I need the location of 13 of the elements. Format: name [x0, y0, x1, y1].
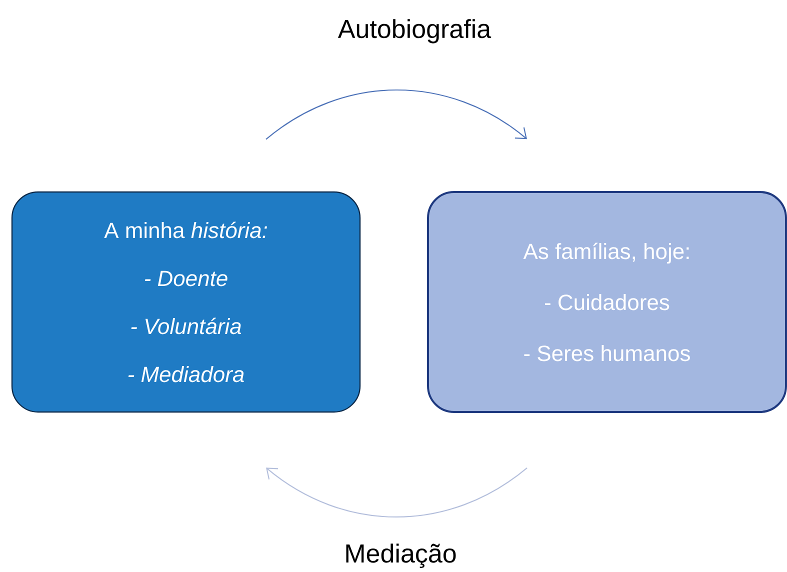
- node-text: - Mediadora: [128, 366, 244, 382]
- node-text: - Cuidadores: [545, 294, 670, 310]
- node-text: A minha história:: [104, 222, 268, 238]
- curved-arrow: [266, 90, 528, 140]
- rounded-box: [427, 191, 787, 413]
- edge-label: Mediação: [346, 544, 456, 568]
- node-text: - Voluntária: [131, 318, 242, 334]
- curved-arrow: [266, 467, 528, 518]
- rounded-box: [11, 191, 361, 413]
- edge-label: Autobiografia: [338, 19, 492, 44]
- node-text: - Seres humanos: [524, 345, 690, 362]
- node-text: - Doente: [144, 270, 228, 286]
- node-text: As famílias, hoje:: [523, 242, 689, 264]
